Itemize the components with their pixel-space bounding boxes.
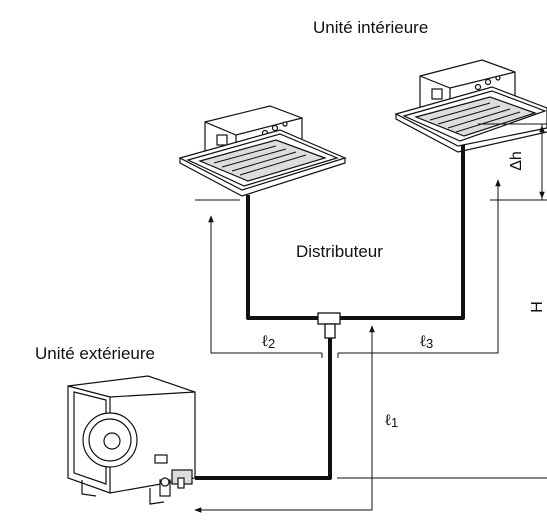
indoor-unit-label: Unité intérieure xyxy=(313,18,429,37)
height-label: H xyxy=(528,301,546,313)
distributor-label: Distributeur xyxy=(296,242,383,261)
arrows xyxy=(194,125,545,513)
outdoor-unit xyxy=(67,375,196,505)
pipe-length-l3: ℓ3 xyxy=(420,331,434,351)
distributor-fitting xyxy=(317,312,341,339)
outdoor-unit-label: Unité extérieure xyxy=(35,344,156,363)
height-difference-label: Δh xyxy=(507,151,525,171)
indoor-unit-left xyxy=(178,105,347,197)
refrigerant-pipes xyxy=(195,145,465,480)
pipe-length-l2: ℓ2 xyxy=(262,331,276,351)
indoor-unit-right xyxy=(394,59,547,153)
pipe-length-l1: ℓ1 xyxy=(385,410,399,430)
